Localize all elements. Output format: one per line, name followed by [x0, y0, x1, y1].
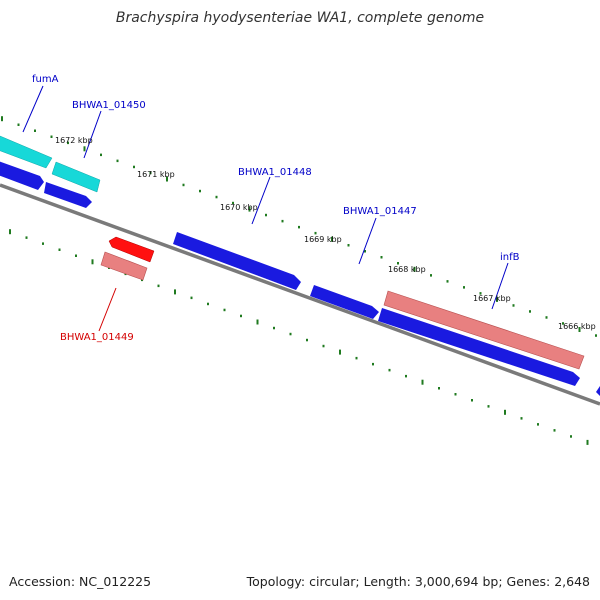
label-infB: infB	[500, 252, 520, 263]
kbp-label: 1667 kbp	[473, 294, 511, 303]
label-bhwa1-01450: BHWA1_01450	[72, 100, 146, 111]
leader-bhwa1-01449	[98, 287, 117, 332]
kbp-label: 1666 kbp	[558, 322, 596, 331]
gene-forward-right[interactable]	[378, 308, 580, 386]
gene-forward-mid-left[interactable]	[44, 182, 92, 208]
kbp-label: 1668 kbp	[388, 265, 426, 274]
gene-forward-left[interactable]	[0, 158, 44, 190]
map-title: Brachyspira hyodysenteriae WA1, complete…	[115, 10, 485, 26]
leader-bhwa1-01450	[83, 110, 102, 159]
kbp-label: 1671 kbp	[137, 170, 175, 179]
accession-text: Accession: NC_012225	[9, 574, 152, 589]
genome-backbone	[0, 183, 600, 406]
label-fumA: fumA	[32, 74, 59, 85]
genome-summary-text: Topology: circular; Length: 3,000,694 bp…	[246, 574, 590, 589]
gene-bhwa1-01448[interactable]	[173, 232, 301, 290]
gene-forward-edge[interactable]	[596, 386, 600, 396]
leader-fumA	[22, 85, 44, 133]
gene-fumA[interactable]	[0, 135, 53, 169]
tick-marks	[1, 116, 597, 445]
kbp-label: 1670 kbp	[220, 203, 258, 212]
label-bhwa1-01448: BHWA1_01448	[238, 167, 312, 178]
leader-bhwa1-01448	[251, 176, 271, 225]
gene-bhwa1-01449[interactable]	[100, 251, 148, 281]
gene-red-small[interactable]	[108, 236, 155, 263]
label-bhwa1-01449: BHWA1_01449	[60, 332, 134, 343]
gene-bhwa1-01450[interactable]	[51, 161, 101, 193]
kbp-label: 1669 kbp	[304, 235, 342, 244]
label-bhwa1-01447: BHWA1_01447	[343, 206, 417, 217]
gene-bhwa1-01447[interactable]	[310, 285, 379, 319]
kbp-label: 1672 kbp	[55, 136, 93, 145]
gene-infB[interactable]	[383, 290, 585, 370]
leader-bhwa1-01447	[358, 217, 377, 265]
leader-infB	[491, 262, 509, 310]
